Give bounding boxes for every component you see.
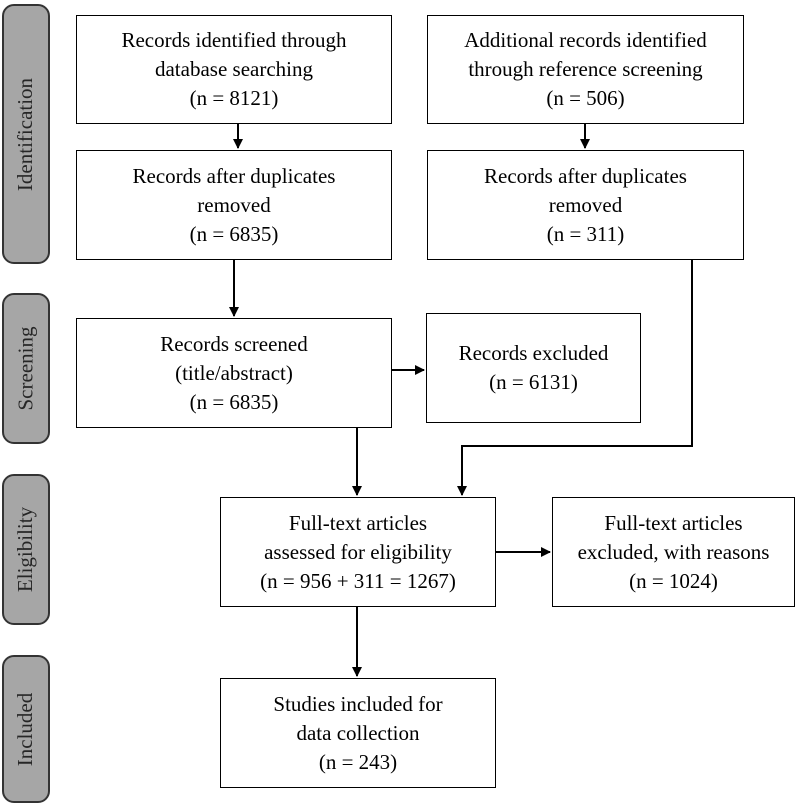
box-studies-included-line3: (n = 243): [318, 749, 398, 774]
box-database-search-line1: Records identified through: [121, 28, 347, 52]
box-duplicates-removed-left-line1: Records after duplicates: [132, 163, 336, 188]
phase-screening: Screening: [2, 293, 50, 444]
box-records-screened: Records screened (title/abstract) (n = 6…: [76, 318, 392, 428]
box-reference-screening: Additional records identified through re…: [427, 15, 744, 124]
box-database-search-line3: (n = 8121): [189, 86, 279, 110]
box-duplicates-removed-left: Records after duplicates removed (n = 68…: [76, 150, 392, 260]
box-fulltext-excluded-line2: excluded, with reasons: [577, 539, 770, 564]
box-records-screened-line1: Records screened: [160, 331, 308, 356]
box-records-screened-line2: (title/abstract): [175, 360, 293, 385]
box-duplicates-removed-right-line2: removed: [548, 192, 623, 217]
box-database-search-line2: database searching: [154, 57, 313, 81]
box-duplicates-removed-right-line1: Records after duplicates: [484, 163, 687, 188]
box-reference-screening-line2: through reference screening: [468, 57, 703, 81]
box-duplicates-removed-right-line3: (n = 311): [546, 221, 625, 246]
box-studies-included: Studies included for data collection (n …: [220, 678, 496, 788]
box-database-search: Records identified through database sear…: [76, 15, 392, 124]
box-reference-screening-line1: Additional records identified: [464, 28, 707, 52]
box-duplicates-removed-left-line3: (n = 6835): [189, 221, 279, 246]
box-studies-included-line1: Studies included for: [273, 691, 443, 716]
box-fulltext-excluded: Full-text articles excluded, with reason…: [552, 497, 795, 607]
phase-identification: Identification: [2, 4, 50, 264]
box-reference-screening-line3: (n = 506): [546, 86, 625, 110]
box-studies-included-line2: data collection: [296, 720, 420, 745]
arrow-dedup-right-to-fulltext: [457, 260, 693, 496]
box-duplicates-removed-left-line2: removed: [197, 192, 271, 217]
box-records-screened-line3: (n = 6835): [189, 389, 279, 414]
box-records-excluded: Records excluded (n = 6131): [426, 313, 641, 423]
box-fulltext-assessed-line2: assessed for eligibility: [264, 539, 452, 564]
box-fulltext-assessed: Full-text articles assessed for eligibil…: [220, 497, 496, 607]
box-fulltext-assessed-line1: Full-text articles: [288, 510, 428, 535]
phase-included: Included: [2, 655, 50, 803]
phase-eligibility: Eligibility: [2, 474, 50, 625]
box-fulltext-excluded-line3: (n = 1024): [629, 568, 718, 593]
box-records-excluded-line1: Records excluded: [458, 341, 609, 365]
box-duplicates-removed-right: Records after duplicates removed (n = 31…: [427, 150, 744, 260]
box-fulltext-assessed-line3: (n = 956 + 311 = 1267): [260, 568, 456, 593]
box-records-excluded-line2: (n = 6131): [489, 370, 578, 394]
box-fulltext-excluded-line1: Full-text articles: [604, 510, 743, 535]
